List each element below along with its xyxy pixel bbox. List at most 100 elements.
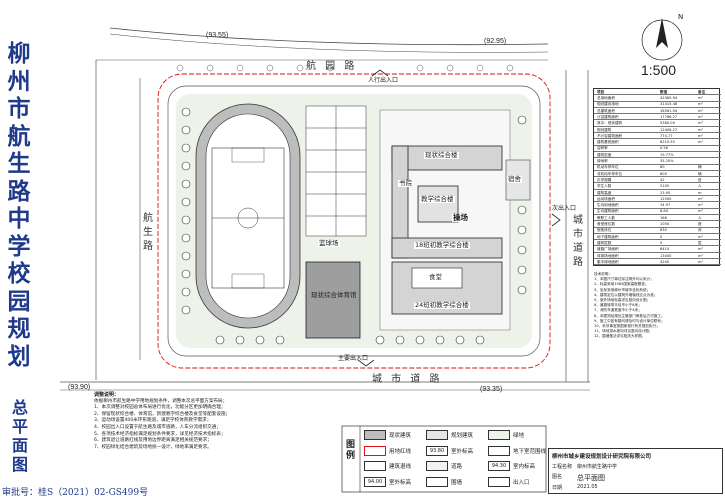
notes-line: 2、保留现状综合楼、体育馆，新建教学综合楼及食堂等配套设施； [94, 411, 231, 417]
entrance-arrow-south [357, 359, 375, 367]
road-label-west: 航生路 [142, 212, 154, 254]
table-cell: m² [698, 247, 703, 252]
legend-swatch [426, 476, 448, 487]
table-cell: 800 [660, 171, 667, 176]
table-cell: 辆 [698, 165, 702, 170]
table-cell: 运动场面积 [597, 196, 615, 201]
table-cell: 建筑层数 [597, 240, 612, 245]
tree [181, 269, 191, 279]
road-edge-north-outer [109, 27, 549, 46]
elevation-se: (93.35) [480, 386, 503, 393]
basketball-courts [305, 105, 367, 237]
table-cell: 42 [660, 177, 665, 182]
tree [517, 245, 527, 255]
table-cell: m² [698, 96, 703, 101]
table-cell: 生均用地面积 [597, 203, 619, 208]
title-char: 柳 [7, 40, 31, 67]
table-cell: m [698, 190, 702, 195]
table-cell: 630 [660, 228, 667, 233]
tree [415, 335, 425, 345]
project-name: 柳州市航生路中学 [577, 464, 618, 470]
legend-swatch: 93.80 [426, 445, 448, 456]
table-cell: 其中：现状建筑 [597, 121, 623, 126]
teaching-complex-building [417, 185, 459, 223]
title-char: 航 [7, 122, 31, 150]
legend-label: 绿地 [513, 433, 525, 439]
tech-note-line: 9、施工中如有疑问请及时与设计单位联系； [594, 318, 665, 323]
tree [181, 251, 191, 261]
tree [435, 335, 445, 345]
tree [176, 64, 184, 72]
table-cell: 座 [698, 222, 702, 227]
subtitle-char: 总 [11, 398, 28, 417]
site-wall [167, 85, 541, 357]
notes-line: 3、运动场设置400米环形跑道，满足学校体育教学需求； [94, 418, 212, 424]
tech-note-line: 8、本图须经规划主管部门审批后方可施工； [594, 313, 665, 318]
table-cell: 机动车停车位 [597, 165, 619, 170]
notes-line: 6、建筑退让道路红线及用地边界距离满足相关规范要求； [94, 438, 212, 444]
table-header-row: 项目数值备注 [594, 89, 721, 96]
table-cell: 生均建筑面积 [597, 209, 619, 214]
date-label: 日期 [552, 485, 563, 491]
legend-swatch [488, 445, 510, 456]
field-goal-box-south [231, 273, 265, 289]
table-cell: 宿舍床位 [597, 228, 612, 233]
elevation-sw: (93.90) [68, 384, 91, 391]
entrance-arrow-north [371, 69, 389, 77]
legend-item: 围墙 [426, 476, 462, 488]
legend-item: 出入口 [488, 476, 530, 488]
tech-note-line: 7、消防车道宽度不小于4米； [594, 308, 642, 313]
table-cell: 总建筑面积 [597, 108, 615, 113]
title-char: 生 [7, 150, 31, 177]
table-cell: m² [698, 133, 703, 138]
tree [255, 335, 265, 345]
tree [446, 64, 454, 72]
legend-label: 围墙 [451, 479, 463, 486]
tree [455, 335, 465, 345]
table-cell: 31415.48 [660, 102, 678, 107]
table-cell: 办学规模 [597, 177, 612, 182]
elevation-nw: (93.55) [206, 32, 229, 39]
table-cell: 绿地率 [597, 159, 608, 164]
tree [296, 64, 304, 72]
table-cell: 体育场地面积 [597, 253, 619, 258]
gym-building [305, 261, 361, 339]
teach18-label: 18班初教学综合楼 [414, 241, 470, 250]
tree [517, 115, 527, 125]
road-east-char: 道 [573, 243, 583, 254]
table-cell: 12500 [660, 196, 672, 201]
tree [517, 265, 527, 275]
tech-note-line: 5、室外场地标高详见竖向设计图； [594, 298, 651, 303]
entrance-east-label: 次出入口 [552, 205, 577, 212]
notes-line: 5、各项技术经济指标满足规划条件要求，详见经济技术指标表； [94, 431, 226, 437]
tree [181, 107, 191, 117]
north-arrow [641, 18, 683, 61]
table-cell: m² [698, 108, 703, 113]
table-cell: m² [698, 253, 703, 258]
notes-line: 4、校园出入口设置于航生路及城市道路，人车分流组织交通； [94, 424, 221, 430]
complex-label: 现状综合楼 [424, 151, 459, 160]
legend-item: 道路 [426, 460, 462, 472]
table-cell: 19.77% [660, 152, 674, 157]
road-east-char: 市 [573, 229, 583, 240]
table-cell: 0.56 [660, 146, 669, 151]
entrance-arrow-east [551, 213, 561, 227]
table-cell: 建筑基底面积 [597, 140, 619, 145]
table-cell: m² [698, 140, 703, 145]
legend-label: 规划建筑 [451, 433, 474, 439]
title-char: 路 [7, 177, 31, 205]
legend-title-char: 例 [346, 451, 356, 461]
tree [266, 64, 274, 72]
legend-item: 地下室范围线 [488, 445, 546, 457]
table-cell: 168 [660, 215, 667, 220]
table-cell: 35.20% [660, 159, 674, 164]
